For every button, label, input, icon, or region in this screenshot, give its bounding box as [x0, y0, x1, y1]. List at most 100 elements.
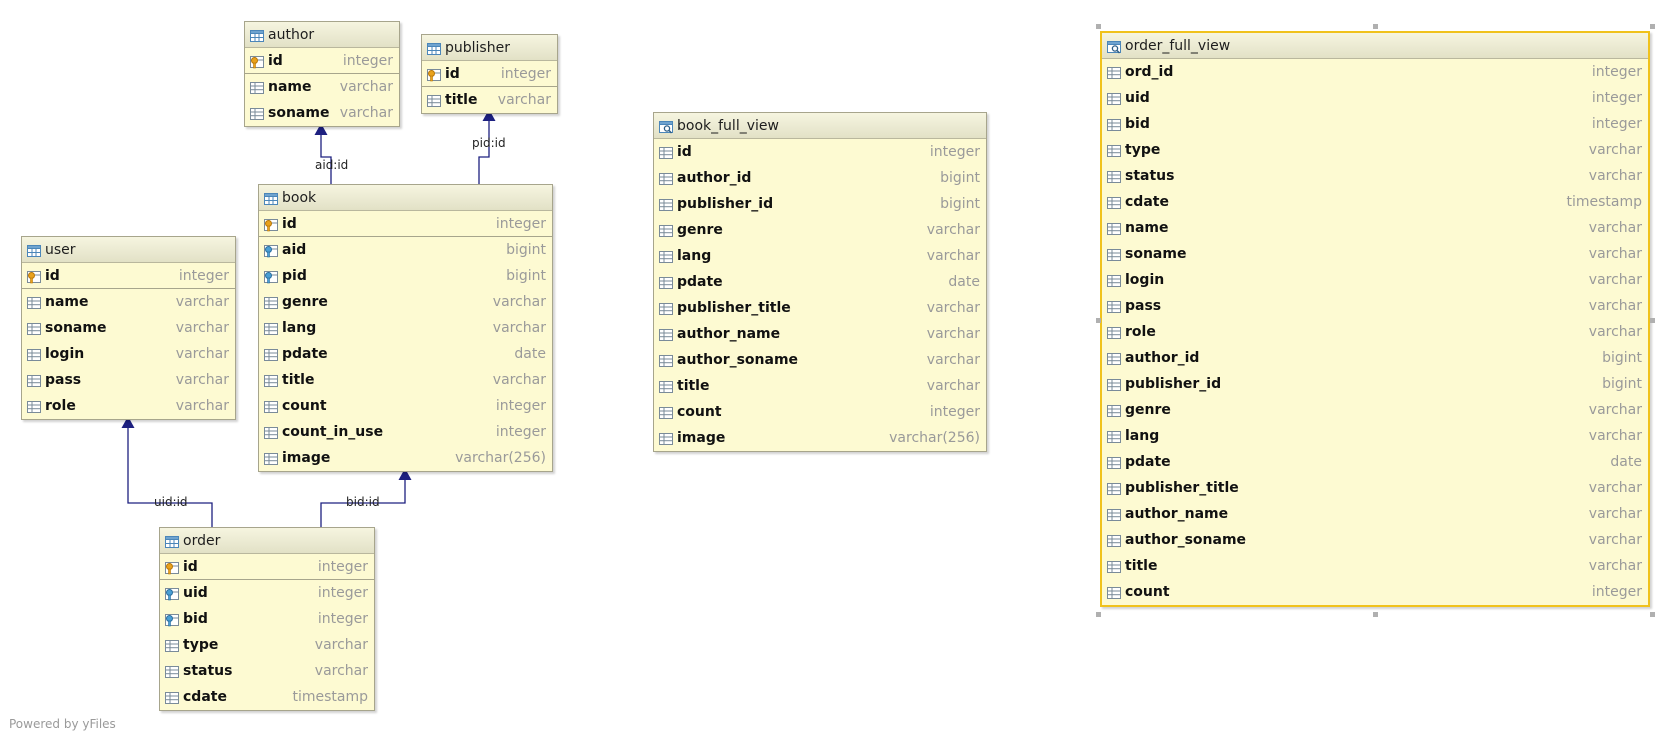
table-header[interactable]: book_full_view [654, 113, 986, 139]
table-header[interactable]: author [245, 22, 399, 48]
selection-handle[interactable] [1650, 318, 1655, 323]
relation-order-user[interactable] [121, 416, 213, 527]
column-icon [165, 638, 179, 652]
table-title: book_full_view [677, 117, 779, 134]
selection-handle[interactable] [1096, 24, 1101, 29]
table-header[interactable]: book [259, 185, 552, 211]
column-type: varchar [1588, 168, 1642, 184]
table-header[interactable]: order_full_view [1102, 33, 1648, 59]
column-name: genre [282, 294, 328, 310]
column-name: status [1125, 168, 1175, 184]
column-name: name [45, 294, 89, 310]
column-name: author_name [677, 326, 781, 342]
column-row[interactable]: status varchar [1102, 163, 1648, 189]
column-type: varchar [1588, 272, 1642, 288]
foreign-key-icon [165, 586, 179, 601]
column-name: lang [282, 320, 317, 336]
table-header[interactable]: order [160, 528, 374, 554]
column-type: varchar [339, 105, 393, 121]
table-header[interactable]: publisher [422, 35, 557, 61]
selection-handle[interactable] [1650, 24, 1655, 29]
relation-book-publisher[interactable] [478, 109, 496, 184]
selection-handle[interactable] [1096, 318, 1101, 323]
selection-handle[interactable] [1373, 24, 1378, 29]
selection-handle[interactable] [1373, 612, 1378, 617]
table-header[interactable]: user [22, 237, 235, 263]
column-type: bigint [506, 242, 546, 258]
column-type: bigint [1602, 350, 1642, 366]
relation-order-book[interactable] [320, 468, 412, 527]
column-name: pdate [282, 346, 328, 362]
selection-handle[interactable] [1096, 612, 1101, 617]
selection-handle[interactable] [1650, 612, 1655, 617]
relation-book-author[interactable] [314, 123, 332, 184]
